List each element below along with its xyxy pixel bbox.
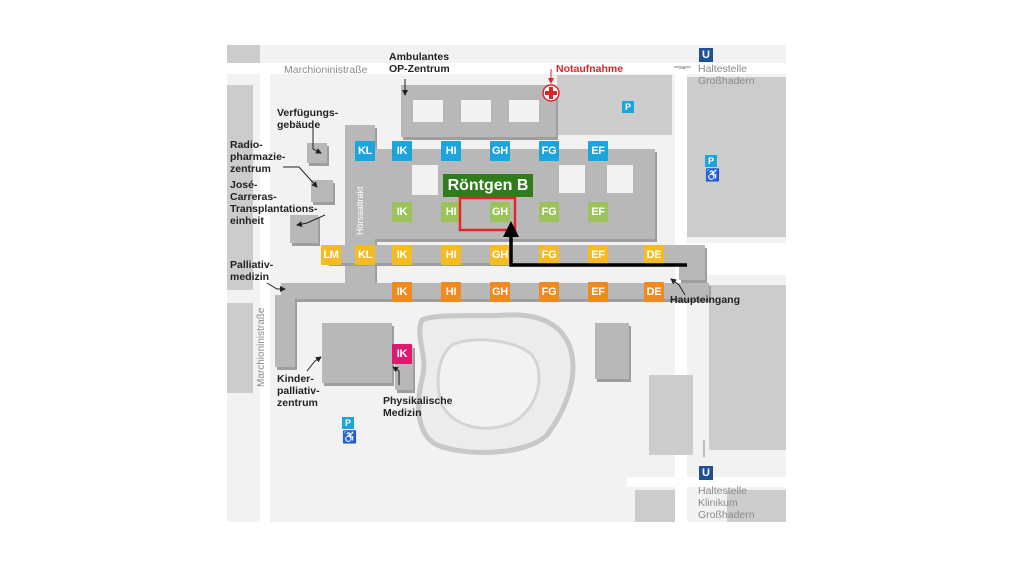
roentgen-highlight-box — [458, 196, 517, 232]
tile-blue-hi[interactable]: HI — [441, 141, 461, 161]
tile-orange-fg[interactable]: FG — [539, 282, 559, 302]
tile-blue-ik[interactable]: IK — [392, 141, 412, 161]
tile-orange-de[interactable]: DE — [644, 282, 664, 302]
tile-yellow-hi[interactable]: HI — [441, 245, 461, 265]
label-kinderpalliativ: Kinder- palliativ- zentrum — [277, 373, 320, 409]
tile-yellow-ef[interactable]: EF — [588, 245, 608, 265]
wheelchair-icon-right: ♿ — [705, 168, 720, 182]
tile-orange-hi[interactable]: HI — [441, 282, 461, 302]
label-palliativmedizin: Palliativ- medizin — [230, 259, 274, 283]
road-marchioninistrasse-top — [227, 63, 786, 74]
palliativ-wing — [275, 295, 295, 367]
label-road-left: Marchioninistraße — [256, 307, 267, 387]
road-south — [627, 477, 786, 487]
block-bottom-right-2 — [727, 490, 786, 522]
south-wing-right — [595, 323, 629, 379]
tile-orange-ik[interactable]: IK — [392, 282, 412, 302]
tile-green-ik[interactable]: IK — [392, 202, 412, 222]
park-area — [416, 312, 576, 455]
label-notaufnahme: Notaufnahme — [556, 63, 624, 75]
label-op-zentrum: OP-Zentrum — [389, 63, 450, 75]
block-right-2 — [649, 375, 693, 455]
block-top-right — [687, 77, 786, 237]
label-radiopharmazie: Radio- pharmazie- zentrum — [230, 139, 286, 175]
block-bottom-right-1 — [635, 490, 675, 522]
road-marchioninistrasse-left — [260, 63, 270, 522]
tile-yellow-de[interactable]: DE — [644, 245, 664, 265]
block-right-1 — [709, 285, 786, 450]
tile-blue-fg[interactable]: FG — [539, 141, 559, 161]
label-haltestelle-top-arrow: → — [677, 61, 688, 73]
roentgen-b-banner: Röntgen B — [443, 174, 533, 197]
parking-icon-bottom: P — [342, 417, 354, 429]
tile-yellow-fg[interactable]: FG — [539, 245, 559, 265]
campus-map: KL IK HI GH FG EF IK HI GH FG EF LM KL I… — [227, 45, 786, 522]
tile-blue-kl[interactable]: KL — [355, 141, 375, 161]
route-line — [509, 235, 687, 267]
label-haltestelle-top: Haltestelle Großhadern — [698, 63, 755, 87]
tile-orange-ef[interactable]: EF — [588, 282, 608, 302]
label-ambulantes: Ambulantes — [389, 51, 450, 63]
tile-blue-ef[interactable]: EF — [588, 141, 608, 161]
map-overlay — [266, 66, 705, 457]
label-physikalische-medizin: Physikalische Medizin — [383, 395, 453, 419]
tile-green-hi[interactable]: HI — [441, 202, 461, 222]
block-left-2 — [227, 303, 253, 393]
tile-yellow-kl[interactable]: KL — [355, 245, 375, 265]
tile-yellow-lm[interactable]: LM — [321, 245, 341, 265]
block-top-mid-right — [557, 75, 672, 135]
label-haltestelle-bottom: Haltestelle Klinikum Großhadern — [698, 485, 755, 521]
wheelchair-icon-bottom: ♿ — [342, 430, 357, 444]
u-bahn-bottom-icon: U — [699, 466, 713, 480]
main-corridor-middle — [327, 245, 705, 263]
block-left-1 — [227, 85, 253, 290]
tile-yellow-ik[interactable]: IK — [392, 245, 412, 265]
parking-icon-right: P — [705, 155, 717, 167]
block-top-left — [227, 45, 260, 63]
parking-icon-top: P — [622, 101, 634, 113]
kinderpalliativ-building — [322, 323, 392, 383]
label-verfuegung: Verfügungs- gebäude — [277, 107, 339, 131]
u-bahn-top-icon: U — [699, 48, 713, 62]
label-road-top: Marchioninistraße — [284, 64, 368, 76]
route-arrowhead — [503, 221, 519, 237]
tile-green-fg[interactable]: FG — [539, 202, 559, 222]
tile-yellow-gh[interactable]: GH — [490, 245, 510, 265]
tile-green-ef[interactable]: EF — [588, 202, 608, 222]
tile-pink-ik[interactable]: IK — [392, 344, 412, 364]
label-haupteingang: Haupteingang — [670, 294, 740, 306]
label-jose-carreras: José- Carreras- Transplantations- einhei… — [230, 179, 318, 227]
tile-orange-gh[interactable]: GH — [490, 282, 510, 302]
label-hoersaaltrakt: Hörsaaltrakt — [355, 186, 365, 235]
tile-green-gh[interactable]: GH — [490, 202, 510, 222]
tile-blue-gh[interactable]: GH — [490, 141, 510, 161]
